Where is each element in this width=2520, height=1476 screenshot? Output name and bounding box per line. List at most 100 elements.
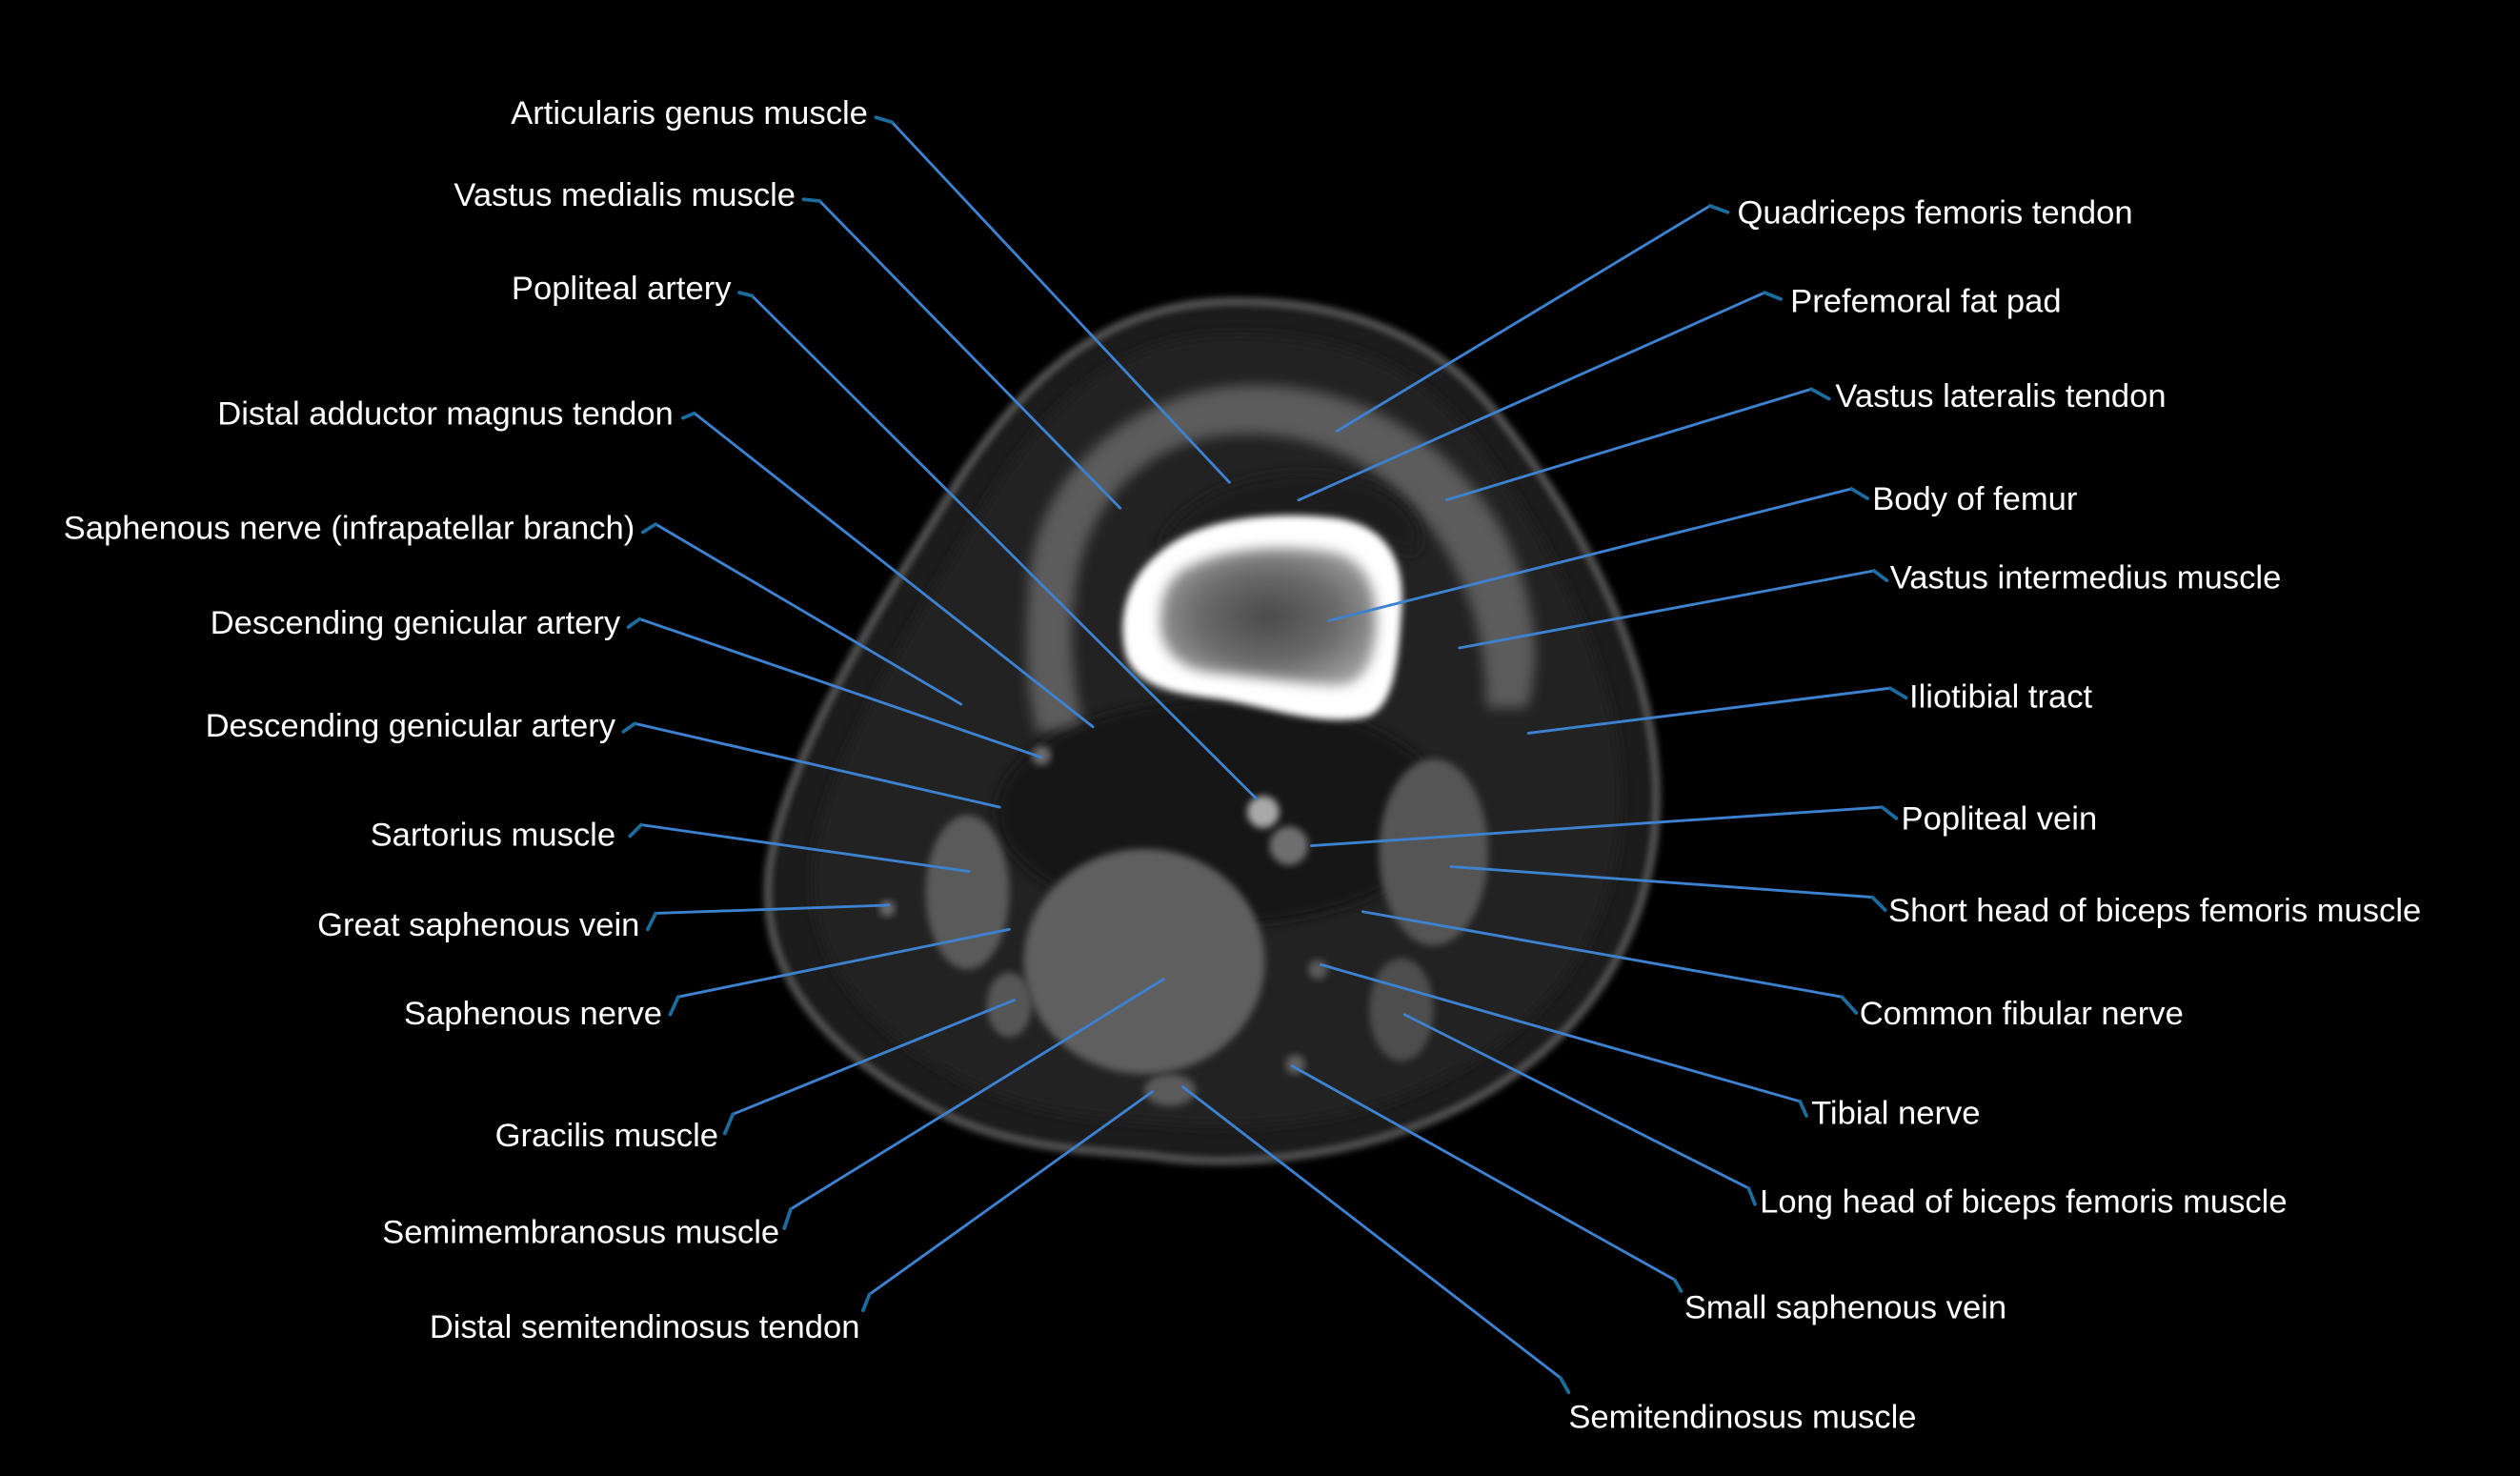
annotation-prefemoral-fat-pad: Prefemoral fat pad	[1297, 283, 2062, 502]
label-saphenous-nerve-infrapatellar-branch: Saphenous nerve (infrapatellar branch)	[64, 510, 635, 546]
leader-hook	[1887, 686, 1908, 700]
label-quadriceps-femoris-tendon: Quadriceps femoris tendon	[1737, 195, 2132, 232]
leader-line	[693, 412, 1095, 729]
leader-hook	[1763, 291, 1783, 301]
label-popliteal-artery: Popliteal artery	[512, 271, 732, 307]
label-sartorius-muscle: Sartorius muscle	[371, 818, 615, 854]
leader-hook	[1707, 204, 1730, 214]
leader-line	[639, 823, 971, 873]
label-vastus-lateralis-tendon: Vastus lateralis tendon	[1835, 378, 2166, 414]
annotation-descending-genicular-artery: Descending genicular artery	[211, 605, 1043, 759]
leader-hook	[626, 617, 642, 629]
leader-hook	[722, 1112, 736, 1136]
annotation-gracilis-muscle: Gracilis muscle	[495, 999, 1016, 1154]
leader-line	[1310, 805, 1884, 847]
label-common-fibular-nerve: Common fibular nerve	[1860, 996, 2184, 1032]
label-iliotibial-tract: Iliotibial tract	[1909, 678, 2093, 715]
leader-hook	[737, 291, 755, 298]
leader-hook	[1849, 487, 1869, 500]
sartorius-shape	[925, 815, 1010, 970]
biceps-long-head-shape	[1369, 958, 1434, 1062]
ct-slice	[764, 297, 1661, 1164]
leader-line	[868, 1090, 1154, 1296]
leader-hook	[1872, 569, 1889, 582]
leader-hook	[681, 411, 696, 420]
annotation-saphenous-nerve-infrapatellar-branch: Saphenous nerve (infrapatellar branch)	[64, 510, 963, 706]
label-articularis-genus-muscle: Articularis genus muscle	[511, 95, 868, 131]
leader-line	[676, 927, 1011, 999]
label-vastus-medialis-muscle: Vastus medialis muscle	[454, 177, 796, 213]
leader-line	[1181, 1085, 1562, 1380]
descending-genicular-artery-shape	[1031, 745, 1052, 766]
label-popliteal-vein: Popliteal vein	[1902, 801, 2098, 838]
leader-hook	[668, 995, 680, 1017]
label-distal-adductor-magnus-tendon: Distal adductor magnus tendon	[217, 395, 674, 432]
label-short-head-of-biceps-femoris-muscle: Short head of biceps femoris muscle	[1888, 893, 2421, 929]
leader-line	[1458, 569, 1876, 650]
annotation-popliteal-vein: Popliteal vein	[1310, 801, 2098, 847]
label-gracilis-muscle: Gracilis muscle	[495, 1118, 718, 1154]
annotation-small-saphenous-vein: Small saphenous vein	[1290, 1064, 2006, 1326]
semimembranosus-shape	[1023, 848, 1265, 1075]
label-semimembranosus-muscle: Semimembranosus muscle	[382, 1214, 779, 1250]
leader-line	[654, 522, 963, 706]
leader-line	[1327, 487, 1853, 622]
annotation-quadriceps-femoris-tendon: Quadriceps femoris tendon	[1336, 195, 2133, 433]
label-semitendinosus-muscle: Semitendinosus muscle	[1568, 1399, 1916, 1435]
leader-line	[1297, 291, 1766, 502]
leader-hook	[801, 197, 822, 203]
annotation-long-head-of-biceps-femoris-muscle: Long head of biceps femoris muscle	[1402, 1013, 2288, 1220]
annotation-saphenous-nerve: Saphenous nerve	[404, 927, 1011, 1032]
annotation-vastus-lateralis-tendon: Vastus lateralis tendon	[1444, 378, 2167, 502]
annotation-great-saphenous-vein: Great saphenous vein	[317, 903, 891, 943]
annotation-body-of-femur: Body of femur	[1327, 481, 2077, 622]
leader-hook	[1672, 1278, 1683, 1293]
label-great-saphenous-vein: Great saphenous vein	[317, 907, 639, 943]
annotation-vastus-intermedius-muscle: Vastus intermedius muscle	[1458, 560, 2281, 650]
leader-line	[637, 617, 1043, 759]
leader-hook	[645, 911, 658, 932]
annotation-sartorius-muscle: Sartorius muscle	[371, 818, 971, 873]
leader-line	[1320, 962, 1802, 1103]
annotation-semimembranosus-muscle: Semimembranosus muscle	[382, 978, 1165, 1250]
popliteal-vein-shape	[1269, 826, 1309, 865]
leader-line	[1526, 686, 1892, 735]
leader-hook	[860, 1292, 872, 1313]
leader-hook	[1870, 895, 1887, 912]
leader-hook	[1559, 1376, 1571, 1395]
annotation-semitendinosus-muscle: Semitendinosus muscle	[1181, 1085, 1916, 1435]
leader-hook	[1746, 1186, 1757, 1206]
annotation-articularis-genus-muscle: Articularis genus muscle	[511, 95, 1231, 484]
annotation-short-head-of-biceps-femoris-muscle: Short head of biceps femoris muscle	[1449, 865, 2421, 929]
tibial-nerve-shape	[1308, 960, 1328, 980]
leader-line	[1361, 910, 1844, 999]
popliteal-artery-shape	[1247, 796, 1280, 828]
annotation-iliotibial-tract: Iliotibial tract	[1526, 678, 2093, 735]
leader-line	[890, 120, 1231, 484]
leader-hook	[621, 721, 637, 734]
leader-hook	[1880, 805, 1899, 820]
leader-hook	[874, 115, 895, 125]
label-descending-genicular-artery: Descending genicular artery	[211, 605, 621, 641]
annotation-popliteal-artery: Popliteal artery	[512, 271, 1259, 801]
leader-hook	[640, 522, 658, 535]
label-body-of-femur: Body of femur	[1872, 481, 2077, 517]
leader-hook	[1798, 1099, 1808, 1118]
leader-line	[789, 978, 1165, 1211]
leader-line	[1290, 1064, 1677, 1282]
great-saphenous-vein-shape	[878, 900, 896, 917]
femur-marrow	[1159, 548, 1377, 686]
label-descending-genicular-artery: Descending genicular artery	[206, 708, 616, 744]
leader-line	[1444, 387, 1813, 502]
leader-hook	[1809, 387, 1831, 401]
leader-line	[731, 999, 1016, 1116]
leader-line	[1402, 1013, 1750, 1190]
leader-line	[1449, 865, 1874, 899]
label-long-head-of-biceps-femoris-muscle: Long head of biceps femoris muscle	[1760, 1183, 2287, 1220]
gracilis-shape	[986, 972, 1032, 1038]
label-distal-semitendinosus-tendon: Distal semitendinosus tendon	[430, 1309, 860, 1345]
annotation-distal-adductor-magnus-tendon: Distal adductor magnus tendon	[217, 395, 1095, 729]
leader-line	[654, 903, 891, 915]
